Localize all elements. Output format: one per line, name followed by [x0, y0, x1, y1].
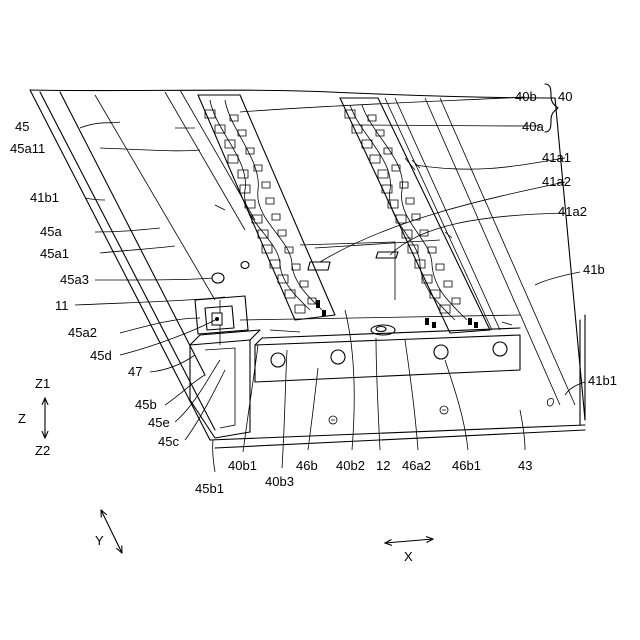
label-40b1: 40b1 [228, 458, 257, 473]
label-40b: 40b [515, 89, 537, 104]
label-45b: 45b [135, 397, 157, 412]
axis-indicator: Z1 Z Z2 Y X [18, 376, 433, 564]
label-46a2: 46a2 [402, 458, 431, 473]
label-40: 40 [558, 89, 572, 104]
label-46b: 46b [296, 458, 318, 473]
label-45a: 45a [40, 224, 62, 239]
led-board-40b [340, 98, 490, 333]
label-45a11: 45a11 [10, 141, 45, 156]
label-45a2: 45a2 [68, 325, 97, 340]
led-board-40a [198, 95, 335, 320]
axis-y: Y [95, 533, 104, 548]
label-45: 45 [15, 119, 29, 134]
label-45c: 45c [158, 434, 179, 449]
side-wall-45 [95, 90, 255, 345]
leader-lines [75, 84, 585, 472]
label-41a2-mid: 41a2 [558, 204, 587, 219]
label-45e: 45e [148, 415, 170, 430]
label-47: 47 [128, 364, 142, 379]
axis-z: Z [18, 411, 26, 426]
label-41a2-top: 41a2 [542, 174, 571, 189]
label-41b: 41b [583, 262, 605, 277]
x-axis-arrow [385, 539, 433, 543]
label-40b2: 40b2 [336, 458, 365, 473]
label-11: 11 [55, 298, 69, 313]
label-45a3: 45a3 [60, 272, 89, 287]
label-45a1: 45a1 [40, 246, 69, 261]
label-46b1: 46b1 [452, 458, 481, 473]
label-45b1: 45b1 [195, 481, 224, 496]
label-40b3: 40b3 [265, 474, 294, 489]
label-40a: 40a [522, 119, 544, 134]
axis-z1: Z1 [35, 376, 50, 391]
label-41b1-left: 41b1 [30, 190, 59, 205]
chassis-plate-46b [240, 242, 554, 424]
housing-outline [30, 90, 585, 448]
axis-x: X [404, 549, 413, 564]
label-41b1-right: 41b1 [588, 373, 617, 388]
label-43: 43 [518, 458, 532, 473]
label-12: 12 [376, 458, 390, 473]
y-axis-arrow [101, 510, 122, 553]
label-45d: 45d [90, 348, 112, 363]
label-41a1: 41a1 [542, 150, 571, 165]
axis-z2: Z2 [35, 443, 50, 458]
